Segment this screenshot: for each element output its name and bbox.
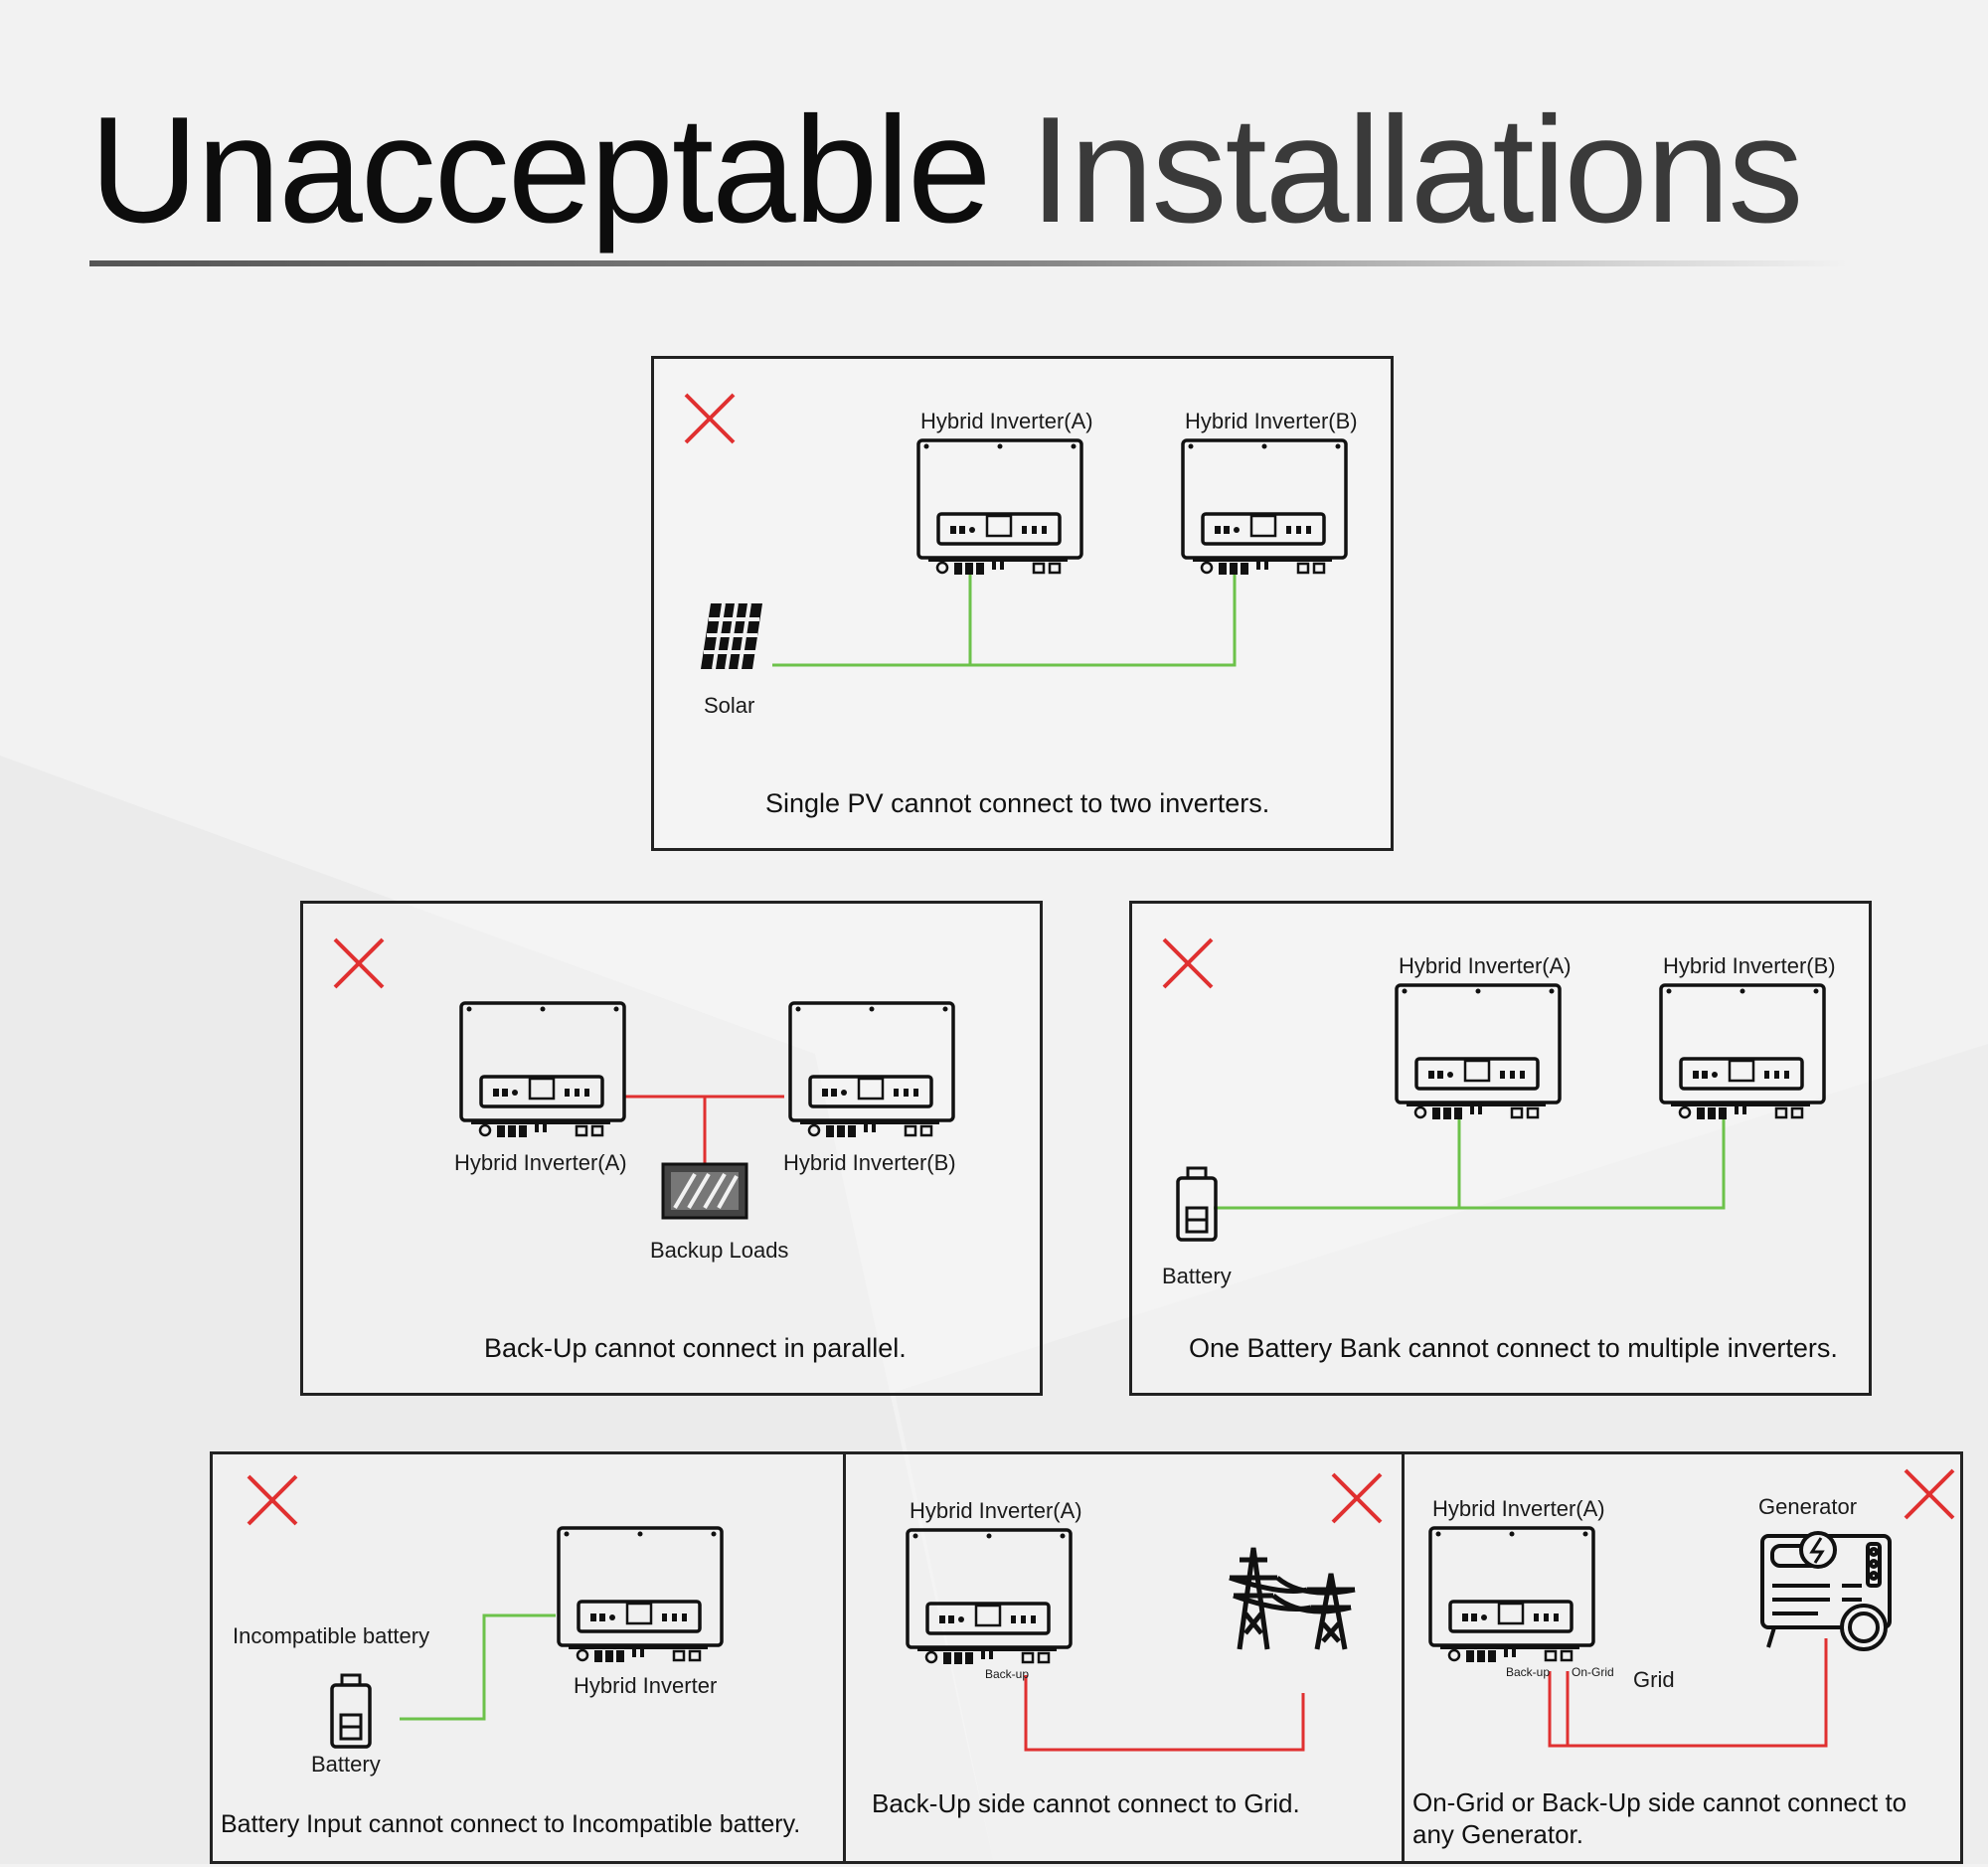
inverter-b-label: Hybrid Inverter(B) xyxy=(1185,409,1358,433)
single-pv-caption: Single PV cannot connect to two inverter… xyxy=(765,788,1270,818)
inverter-a-label: Hybrid Inverter(A) xyxy=(920,409,1093,433)
x-mark-icon xyxy=(1329,1470,1385,1526)
battery-icon xyxy=(1175,1166,1219,1242)
title-word-unacceptable: Unacceptable xyxy=(89,85,992,255)
inverter-b-label: Hybrid Inverter(B) xyxy=(783,1150,956,1175)
incompatible-battery-caption: Battery Input cannot connect to Incompat… xyxy=(221,1810,801,1838)
x-mark-icon xyxy=(245,1472,300,1528)
battery-label: Battery xyxy=(1162,1264,1232,1288)
transmission-tower-icon xyxy=(1229,1547,1356,1650)
incompatible-battery-label: Incompatible battery xyxy=(233,1623,430,1648)
x-mark-icon xyxy=(331,935,387,991)
backup-loads-icon xyxy=(661,1162,748,1220)
hybrid-inverter-icon xyxy=(557,1526,724,1665)
panel-incompatible-battery: Incompatible battery Battery Hybrid Inve… xyxy=(210,1451,846,1864)
hybrid-inverter-icon xyxy=(1395,983,1562,1122)
battery-icon xyxy=(329,1673,373,1749)
grid-label: Grid xyxy=(1633,1667,1675,1692)
inverter-b-label: Hybrid Inverter(B) xyxy=(1663,953,1836,978)
x-mark-icon xyxy=(1160,935,1216,991)
panel-generator: Hybrid Inverter(A) Generator Back-up On-… xyxy=(1402,1451,1963,1864)
inverter-a-label: Hybrid Inverter(A) xyxy=(454,1150,627,1175)
panel-backup-parallel: Hybrid Inverter(A) Hybrid Inverter(B) Ba… xyxy=(300,901,1043,1396)
hybrid-inverter-icon xyxy=(1659,983,1826,1122)
inverter-a-label: Hybrid Inverter(A) xyxy=(1432,1496,1605,1521)
hybrid-inverter-icon xyxy=(906,1528,1073,1667)
battery-bank-wiring xyxy=(1214,1112,1726,1210)
hybrid-inverter-label: Hybrid Inverter xyxy=(574,1673,718,1698)
backup-port-label: Back-up xyxy=(985,1667,1030,1681)
solar-panel-icon xyxy=(701,602,762,670)
page-title: Unacceptable Installations xyxy=(89,94,1803,246)
panel-single-pv: Hybrid Inverter(A) Hybrid Inverter(B) So… xyxy=(651,356,1394,851)
generator-wiring xyxy=(1548,1638,1828,1748)
generator-label: Generator xyxy=(1758,1494,1858,1519)
panel-backup-grid: Hybrid Inverter(A) Back-up Back-Up side … xyxy=(843,1451,1405,1864)
backup-port-label: Back-up xyxy=(1506,1665,1551,1679)
single-pv-wiring xyxy=(772,568,1237,667)
title-word-installations: Installations xyxy=(1029,85,1804,255)
title-underline xyxy=(89,260,1849,266)
backup-grid-wiring xyxy=(1024,1675,1305,1752)
generator-caption: On-Grid or Back-Up side cannot connect t… xyxy=(1412,1787,1907,1849)
hybrid-inverter-icon xyxy=(459,1001,626,1140)
panel-battery-bank: Hybrid Inverter(A) Hybrid Inverter(B) Ba… xyxy=(1129,901,1872,1396)
backup-parallel-caption: Back-Up cannot connect in parallel. xyxy=(484,1333,907,1363)
backup-loads-label: Backup Loads xyxy=(650,1238,789,1263)
inverter-a-label: Hybrid Inverter(A) xyxy=(910,1498,1082,1523)
hybrid-inverter-icon xyxy=(1181,438,1348,578)
inverter-a-label: Hybrid Inverter(A) xyxy=(1399,953,1572,978)
battery-label: Battery xyxy=(311,1752,381,1777)
x-mark-icon xyxy=(1902,1466,1957,1522)
generator-icon xyxy=(1760,1531,1892,1651)
hybrid-inverter-icon xyxy=(916,438,1083,578)
hybrid-inverter-icon xyxy=(788,1001,955,1140)
solar-label: Solar xyxy=(704,693,755,718)
hybrid-inverter-icon xyxy=(1428,1526,1595,1665)
backup-grid-caption: Back-Up side cannot connect to Grid. xyxy=(872,1788,1300,1818)
battery-bank-caption: One Battery Bank cannot connect to multi… xyxy=(1189,1333,1838,1363)
incompatible-battery-wiring xyxy=(400,1613,556,1721)
on-grid-port-label: On-Grid xyxy=(1572,1665,1614,1679)
x-mark-icon xyxy=(682,391,738,446)
backup-parallel-wiring xyxy=(625,1095,784,1164)
